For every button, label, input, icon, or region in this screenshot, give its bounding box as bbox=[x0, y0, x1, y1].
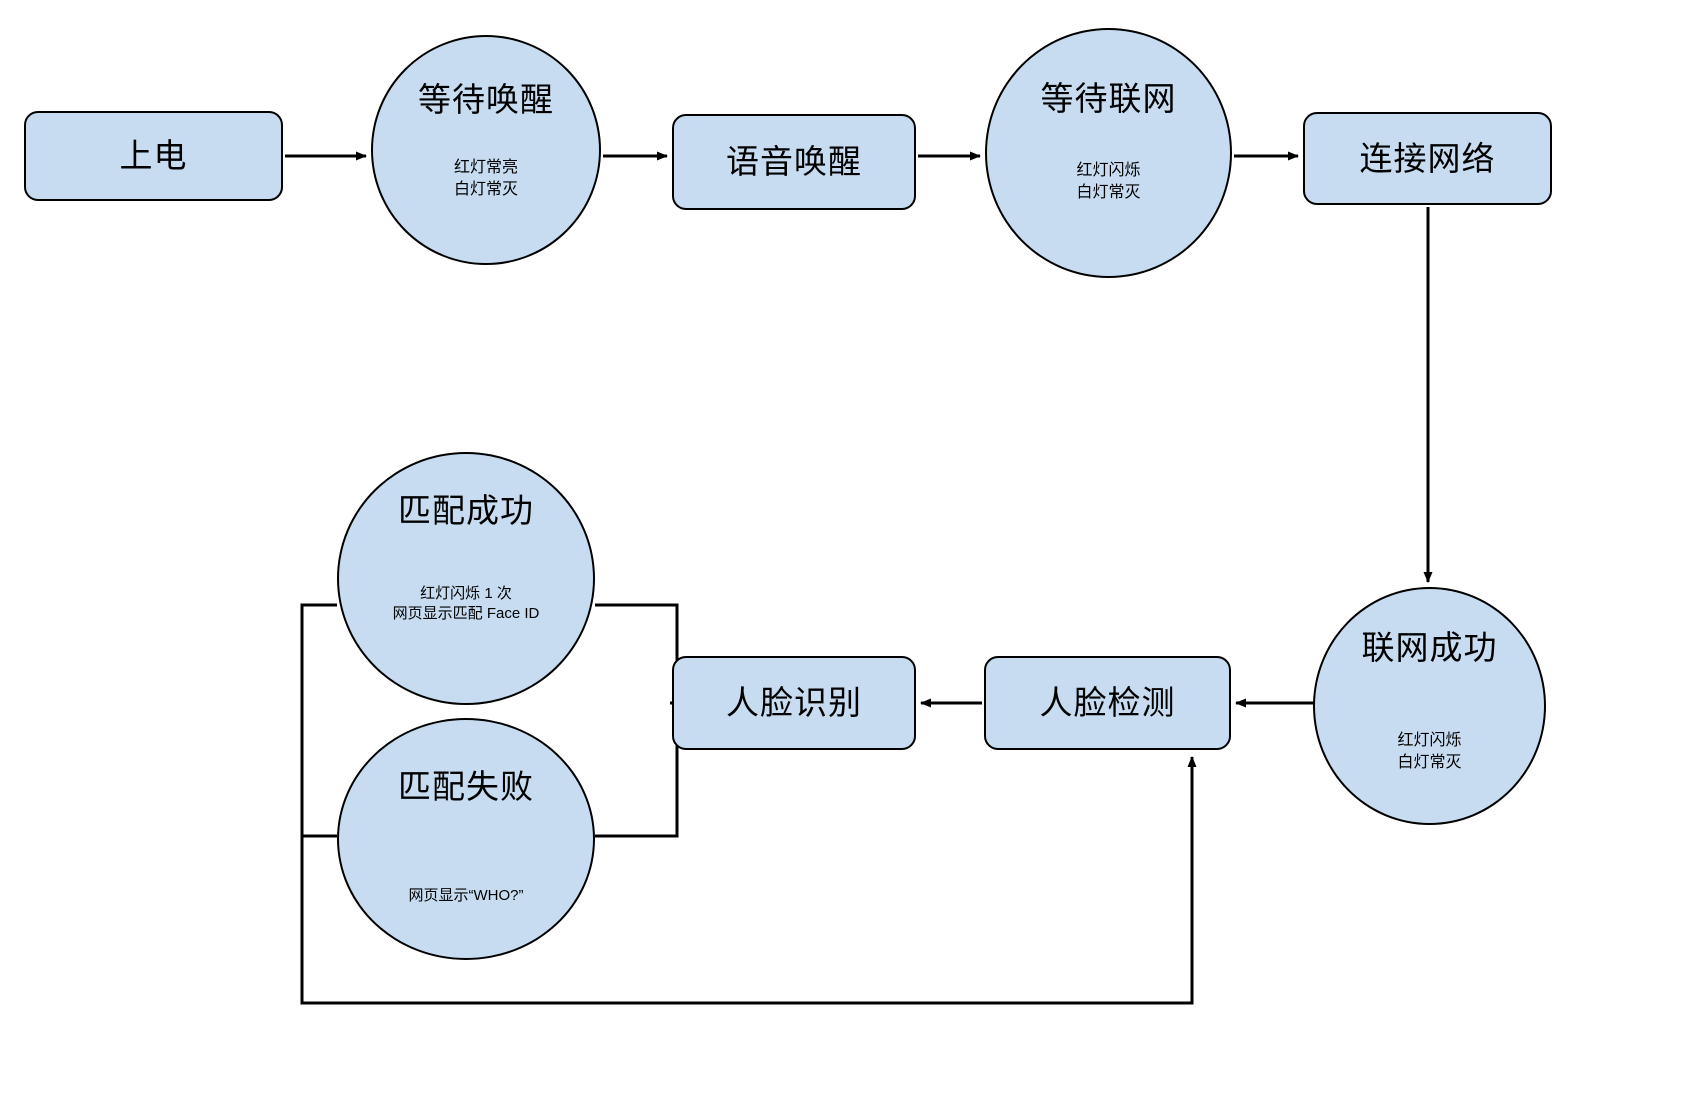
edge-match-fail-loopback-to-face-detect bbox=[300, 756, 1197, 1005]
node-match-failure-title: 匹配失败 bbox=[398, 768, 534, 805]
edge-match-ok-left-to-left-bus bbox=[300, 603, 337, 838]
node-match-success-sub: 红灯闪烁 1 次 网页显示匹配 Face ID bbox=[392, 584, 540, 623]
node-match-failure[interactable]: 匹配失败 网页显示“WHO?” bbox=[337, 718, 595, 960]
node-match-success[interactable]: 匹配成功 红灯闪烁 1 次 网页显示匹配 Face ID bbox=[337, 452, 595, 705]
node-match-success-title: 匹配成功 bbox=[398, 492, 534, 529]
node-connect-network[interactable]: 连接网络 bbox=[1303, 112, 1552, 205]
node-voice-wake[interactable]: 语音唤醒 bbox=[672, 114, 916, 210]
node-wait-network-title: 等待联网 bbox=[1040, 80, 1177, 117]
node-voice-wake-title: 语音唤醒 bbox=[726, 143, 862, 181]
node-network-success-sub: 红灯闪烁 白灯常灭 bbox=[1397, 731, 1462, 771]
node-match-failure-sub: 网页显示“WHO?” bbox=[408, 886, 524, 904]
node-wait-wake-sub: 红灯常亮 白灯常灭 bbox=[453, 158, 518, 198]
node-wait-wake-title: 等待唤醒 bbox=[418, 81, 554, 118]
node-network-success[interactable]: 联网成功 红灯闪烁 白灯常灭 bbox=[1313, 587, 1546, 825]
node-connect-network-title: 连接网络 bbox=[1359, 139, 1496, 177]
node-wait-network-sub: 红灯闪烁 白灯常灭 bbox=[1076, 161, 1141, 201]
node-power-on-title: 上电 bbox=[119, 137, 188, 175]
node-face-detection[interactable]: 人脸检测 bbox=[984, 656, 1231, 750]
node-face-recognition[interactable]: 人脸识别 bbox=[672, 656, 916, 750]
edge-branch-bus-to-match-fail-right bbox=[595, 703, 679, 838]
node-face-detection-title: 人脸检测 bbox=[1039, 684, 1176, 722]
node-face-recognition-title: 人脸识别 bbox=[726, 684, 862, 722]
edge-face-recognize-to-branch-bus bbox=[595, 603, 679, 705]
node-network-success-title: 联网成功 bbox=[1361, 629, 1498, 666]
node-wait-wake[interactable]: 等待唤醒 红灯常亮 白灯常灭 bbox=[371, 35, 601, 265]
node-power-on[interactable]: 上电 bbox=[24, 111, 283, 201]
node-wait-network[interactable]: 等待联网 红灯闪烁 白灯常灭 bbox=[985, 28, 1232, 278]
